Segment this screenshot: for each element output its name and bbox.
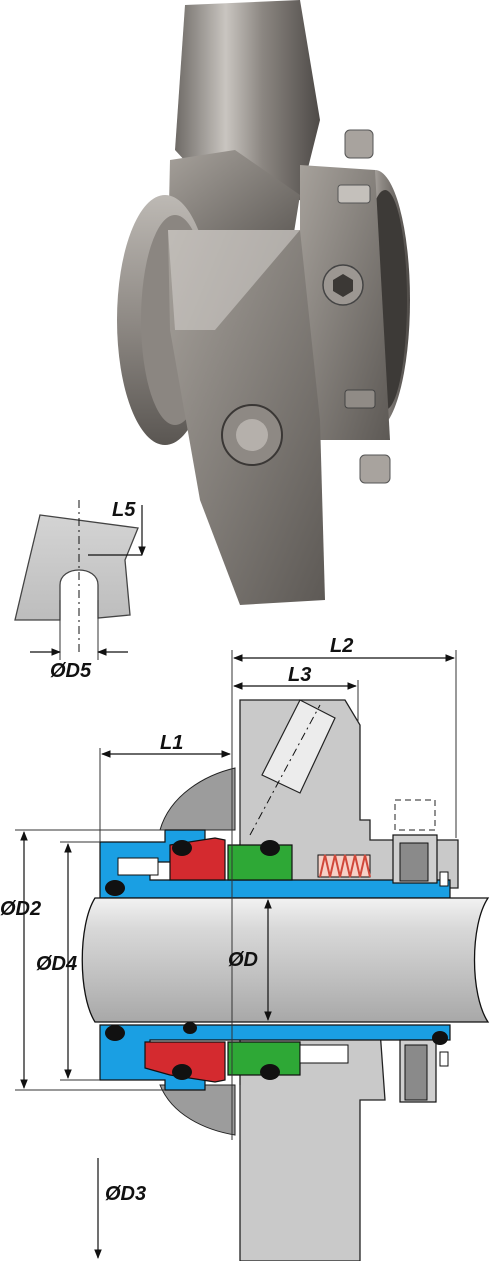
housing-lip-bottom: [159, 1084, 236, 1136]
flush-port: [261, 699, 336, 794]
housing-lip-top: [159, 767, 236, 831]
rotary-face-bottom: [144, 1041, 226, 1083]
clip: [439, 871, 449, 887]
l3-label: L3: [288, 664, 311, 686]
d3-label: ØD3: [105, 1183, 146, 1205]
stationary-face-top: [227, 844, 293, 881]
slot-detail: [14, 500, 146, 660]
slot-plate: [14, 514, 139, 621]
collar-bolt-bottom: [404, 1044, 428, 1101]
oring-6: [260, 1064, 280, 1080]
d5-label: ØD5: [50, 660, 92, 682]
d4-label: ØD4: [36, 953, 77, 975]
pin-bottom: [359, 454, 391, 484]
d2-label: ØD2: [0, 898, 41, 920]
spring-coil: [319, 854, 371, 878]
shaft: [81, 897, 490, 1023]
l1-label: L1: [160, 732, 183, 754]
oring-1: [105, 880, 125, 896]
oring-8: [183, 1022, 197, 1034]
gland-top-arm-face: [168, 150, 300, 250]
oring-2: [172, 840, 192, 856]
seal-cross-section: [81, 699, 490, 1261]
stationary-face-bottom: [227, 1041, 301, 1076]
l5-label: L5: [112, 499, 136, 521]
collar-bolt-top: [399, 842, 429, 882]
slot-nut-lower: [344, 389, 376, 409]
d-label: ØD: [228, 949, 258, 971]
dimension-lines: [15, 650, 457, 1259]
seal-photo: [117, 0, 410, 605]
oring-3: [260, 840, 280, 856]
set-screw-main-inner: [236, 419, 268, 451]
slot-nut: [337, 184, 371, 204]
oring-5: [172, 1064, 192, 1080]
oring-4: [105, 1025, 125, 1041]
l2-label: L2: [330, 635, 353, 657]
pin-top: [344, 129, 374, 159]
hex-socket-icon: [333, 274, 353, 297]
gland-body-shade: [168, 230, 300, 330]
oring-7: [432, 1031, 448, 1045]
drive-pin-top: [117, 857, 159, 876]
clip-bottom: [439, 1051, 449, 1067]
collar-cap-dashed: [394, 799, 436, 831]
drive-pin-bottom: [299, 1044, 349, 1064]
